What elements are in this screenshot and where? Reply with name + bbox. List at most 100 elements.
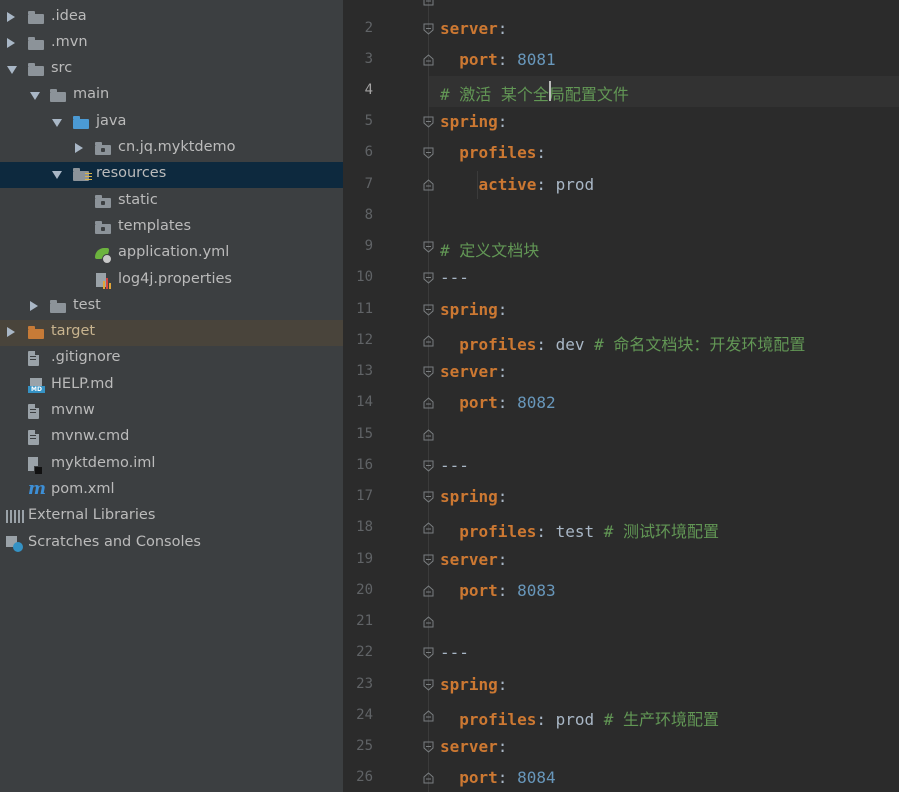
expand-arrow-right-icon[interactable] (7, 11, 15, 22)
yaml-key: server (440, 549, 498, 569)
code-line[interactable]: server: (440, 737, 507, 756)
fold-start-icon[interactable] (423, 304, 434, 316)
expand-arrow-down-icon[interactable] (30, 92, 40, 101)
fold-start-icon[interactable] (423, 366, 434, 378)
tree-item-mvnw[interactable]: mvnw (0, 399, 343, 425)
tree-item-label: cn.jq.myktdemo (118, 139, 236, 155)
fold-start-icon[interactable] (423, 23, 434, 35)
code-line[interactable]: spring: (440, 487, 507, 506)
tree-item-templates[interactable]: templates (0, 215, 343, 241)
tree-item-src[interactable]: src (0, 57, 343, 83)
folder-icon (50, 89, 66, 103)
fold-end-icon[interactable] (423, 585, 434, 597)
code-line[interactable]: spring: (440, 300, 507, 319)
tree-item-label: myktdemo.iml (51, 454, 156, 471)
yaml-number: 8081 (517, 49, 556, 69)
tree-item-static[interactable]: static (0, 189, 343, 215)
tree-item-label: .idea (51, 7, 87, 24)
yaml-key: profiles (459, 334, 537, 354)
fold-start-icon[interactable] (423, 679, 434, 691)
code-line[interactable]: port: 8082 (440, 393, 555, 413)
fold-end-icon[interactable] (423, 710, 434, 722)
code-line[interactable]: profiles: prod # 生产环境配置 (440, 706, 719, 730)
fold-start-icon[interactable] (423, 741, 434, 753)
code-line[interactable]: port: 8083 (440, 581, 555, 600)
code-line[interactable]: port: 8084 (440, 768, 555, 787)
fold-end-icon[interactable] (423, 522, 434, 534)
tree-item-cn-jq-myktdemo[interactable]: cn.jq.myktdemo (0, 136, 343, 162)
expand-arrow-down-icon[interactable] (7, 66, 17, 75)
fold-end-icon[interactable] (423, 179, 434, 191)
line-number: 13 (356, 363, 373, 380)
yaml-text: : (497, 393, 518, 413)
tree-item-main[interactable]: main (0, 83, 343, 109)
tree-item-application-yml[interactable]: application.yml (0, 241, 343, 267)
code-line[interactable]: server: (440, 362, 507, 381)
fold-start-icon[interactable] (423, 491, 434, 503)
tree-item-java[interactable]: java (0, 110, 343, 136)
tree-item-scratches-and-consoles[interactable]: Scratches and Consoles (0, 531, 343, 557)
tree-item-myktdemo-iml[interactable]: myktdemo.iml (0, 452, 343, 478)
code-line[interactable]: profiles: test # 测试环境配置 (440, 518, 719, 542)
fold-start-icon[interactable] (423, 647, 434, 659)
tree-item-target[interactable]: target (0, 320, 343, 347)
line-number: 2 (364, 19, 373, 36)
tree-item-label: target (51, 323, 96, 340)
code-line[interactable]: server: (440, 19, 507, 38)
code-line[interactable]: port: 8081 (440, 49, 556, 69)
fold-end-icon[interactable] (423, 772, 434, 784)
fold-end-icon[interactable] (423, 397, 434, 409)
code-line[interactable]: --- (440, 456, 469, 475)
fold-end-icon[interactable] (423, 54, 434, 66)
tree-item-external-libraries[interactable]: External Libraries (0, 504, 343, 530)
expand-arrow-right-icon[interactable] (7, 37, 15, 48)
code-line[interactable]: server: (440, 550, 507, 569)
code-line[interactable]: --- (440, 643, 469, 662)
code-line[interactable]: profiles: (440, 143, 546, 162)
expand-arrow-down-icon[interactable] (52, 171, 62, 180)
fold-start-icon[interactable] (423, 460, 434, 472)
tree-item-resources[interactable]: resources (0, 162, 343, 189)
tree-item-log4j-properties[interactable]: log4j.properties (0, 268, 343, 294)
tree-item-idea[interactable]: .idea (0, 5, 343, 31)
code-line[interactable]: --- (440, 268, 469, 287)
tree-item-test[interactable]: test (0, 294, 343, 320)
code-line[interactable]: active: prod (440, 175, 595, 194)
expand-arrow-down-icon[interactable] (52, 118, 62, 127)
fold-start-icon[interactable] (423, 116, 434, 128)
yaml-comment: # 激活 某个全局配置文件 (440, 84, 629, 104)
fold-end-icon[interactable] (423, 616, 434, 628)
yaml-comment: # 命名文档块：开发环境配置 (594, 334, 806, 354)
fold-end-icon[interactable] (423, 335, 434, 347)
line-number: 8 (364, 206, 373, 223)
fold-end-icon[interactable] (423, 428, 434, 441)
fold-start-icon[interactable] (423, 272, 434, 285)
package-icon (95, 194, 111, 208)
code-line[interactable]: spring: (440, 112, 507, 131)
yaml-key: spring (440, 112, 498, 132)
expand-arrow-right-icon[interactable] (30, 300, 38, 311)
code-line[interactable]: spring: (440, 675, 507, 694)
yaml-text: : (497, 112, 508, 132)
line-number: 12 (356, 331, 373, 348)
fold-start-icon[interactable] (423, 147, 434, 160)
tree-item-mvn[interactable]: .mvn (0, 31, 343, 57)
fold-start-icon[interactable] (423, 241, 434, 253)
text-file-icon (28, 404, 39, 419)
code-line[interactable]: # 激活 某个全局配置文件 (440, 81, 629, 105)
expand-arrow-right-icon[interactable] (75, 143, 83, 153)
line-number: 6 (364, 144, 373, 161)
tree-item-project-root[interactable] (0, 0, 343, 5)
tree-item-gitignore[interactable]: .gitignore (0, 346, 343, 372)
expand-arrow-right-icon[interactable] (7, 327, 15, 338)
tree-item-mvnw-cmd[interactable]: mvnw.cmd (0, 425, 343, 451)
code-line[interactable]: profiles: dev # 命名文档块：开发环境配置 (440, 331, 805, 355)
code-line[interactable]: # 定义文档块 (440, 237, 539, 261)
fold-end-icon[interactable] (423, 0, 434, 6)
folder-icon (28, 36, 44, 50)
fold-start-icon[interactable] (423, 554, 434, 566)
